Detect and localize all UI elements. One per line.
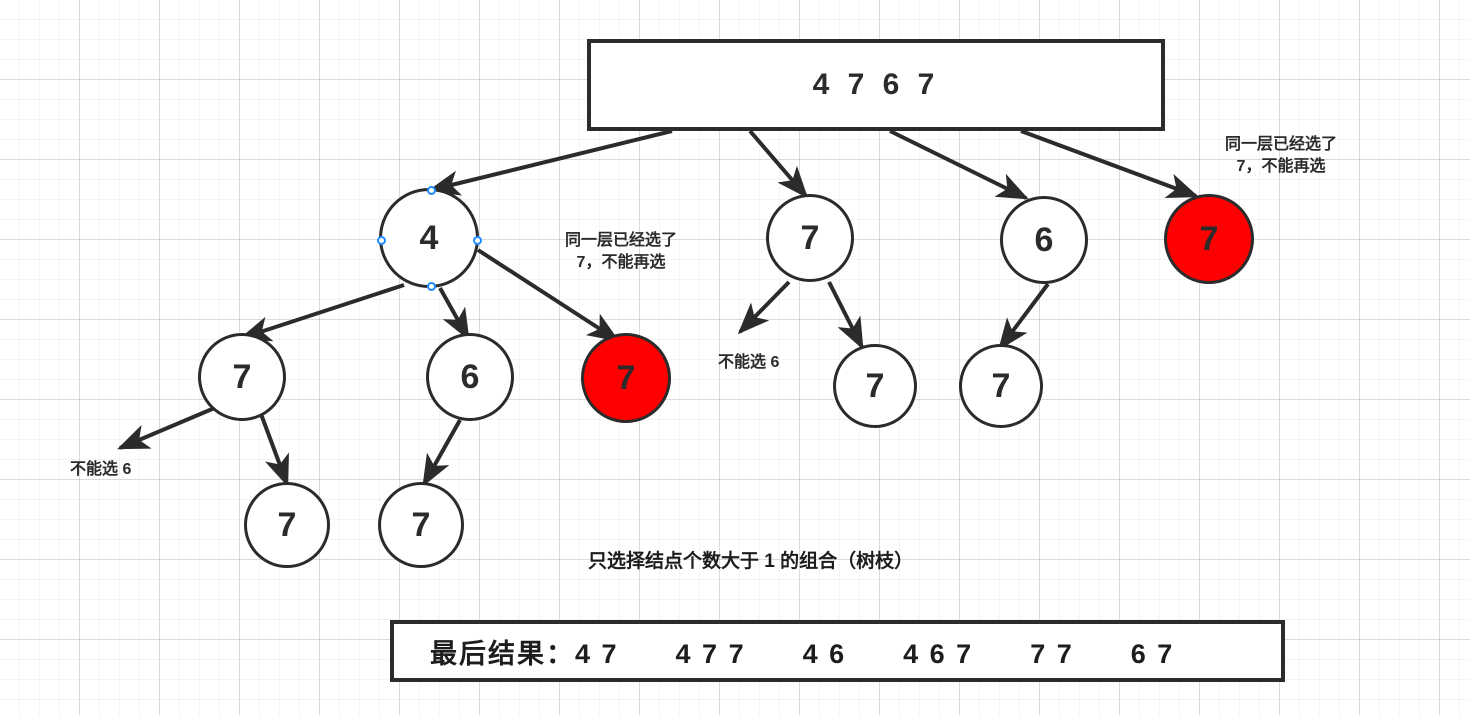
note-duplicate-same-level-middle: 同一层已经选了 7，不能再选 [564, 232, 677, 271]
edge-7-to-7 [827, 281, 864, 350]
tree-node-l2-7b[interactable]: 7 [833, 344, 917, 428]
resize-handle-bottom[interactable] [427, 282, 436, 291]
tree-node-label: 7 [616, 358, 636, 397]
tree-node-label: 7 [991, 366, 1011, 405]
tree-node-l1-7-pruned[interactable]: 7 [1164, 194, 1254, 284]
tree-node-l1-7[interactable]: 7 [766, 194, 854, 282]
edge-root-to-7 [748, 129, 809, 199]
tree-node-l3-7b[interactable]: 7 [378, 482, 464, 568]
resize-handle-right[interactable] [473, 236, 482, 245]
tree-node-l3-7a[interactable]: 7 [244, 482, 330, 568]
tree-node-label: 6 [460, 357, 480, 396]
edge-4-to-6 [438, 287, 470, 341]
tree-node-l2-6[interactable]: 6 [426, 333, 514, 421]
resize-handle-top[interactable] [427, 186, 436, 195]
note-duplicate-same-level-right: 同一层已经选了 7，不能再选 [1224, 136, 1337, 175]
tree-node-label: 6 [1034, 220, 1054, 259]
tree-node-label: 7 [1199, 219, 1219, 258]
edge-root-to-4 [427, 129, 673, 196]
tree-node-label: 7 [411, 505, 431, 544]
edge-6-to-7 [998, 282, 1050, 351]
tree-node-l1-6[interactable]: 6 [1000, 196, 1088, 284]
edge-7-to-7-left [259, 413, 289, 487]
tree-node-l2-7c[interactable]: 7 [959, 344, 1043, 428]
edge-7-to-pruned-6 [737, 280, 791, 335]
result-label: 最后结果：4 7 4 7 7 4 6 4 6 7 7 7 6 7 [430, 638, 1175, 669]
edge-7-to-pruned-6-left [117, 402, 225, 450]
tree-node-4[interactable]: 4 [377, 186, 482, 291]
edge-4-to-7 [238, 283, 405, 342]
diagram-caption: 只选择结点个数大于 1 的组合（树枝） [588, 551, 914, 572]
tree-node-label: 7 [865, 366, 885, 405]
tree-node-label: 4 [419, 218, 439, 257]
tree-node-l2-7-pruned[interactable]: 7 [581, 333, 671, 423]
root-sequence-label: 4 7 6 7 [812, 68, 940, 101]
root-sequence-box[interactable]: 4 7 6 7 [587, 39, 1165, 131]
tree-node-label: 7 [232, 357, 252, 396]
resize-handle-left[interactable] [377, 236, 386, 245]
edge-root-to-7-pruned [1020, 129, 1199, 198]
tree-node-label: 7 [800, 218, 820, 257]
edge-root-to-6 [889, 129, 1029, 200]
tree-node-label: 7 [277, 505, 297, 544]
note-cannot-pick-6-right: 不能选 6 [718, 354, 780, 371]
note-cannot-pick-6-left: 不能选 6 [70, 461, 132, 478]
result-box[interactable]: 最后结果：4 7 4 7 7 4 6 4 6 7 7 7 6 7 [390, 620, 1285, 682]
edge-6-to-7-left [422, 419, 462, 487]
tree-node-l2-7a[interactable]: 7 [198, 333, 286, 421]
